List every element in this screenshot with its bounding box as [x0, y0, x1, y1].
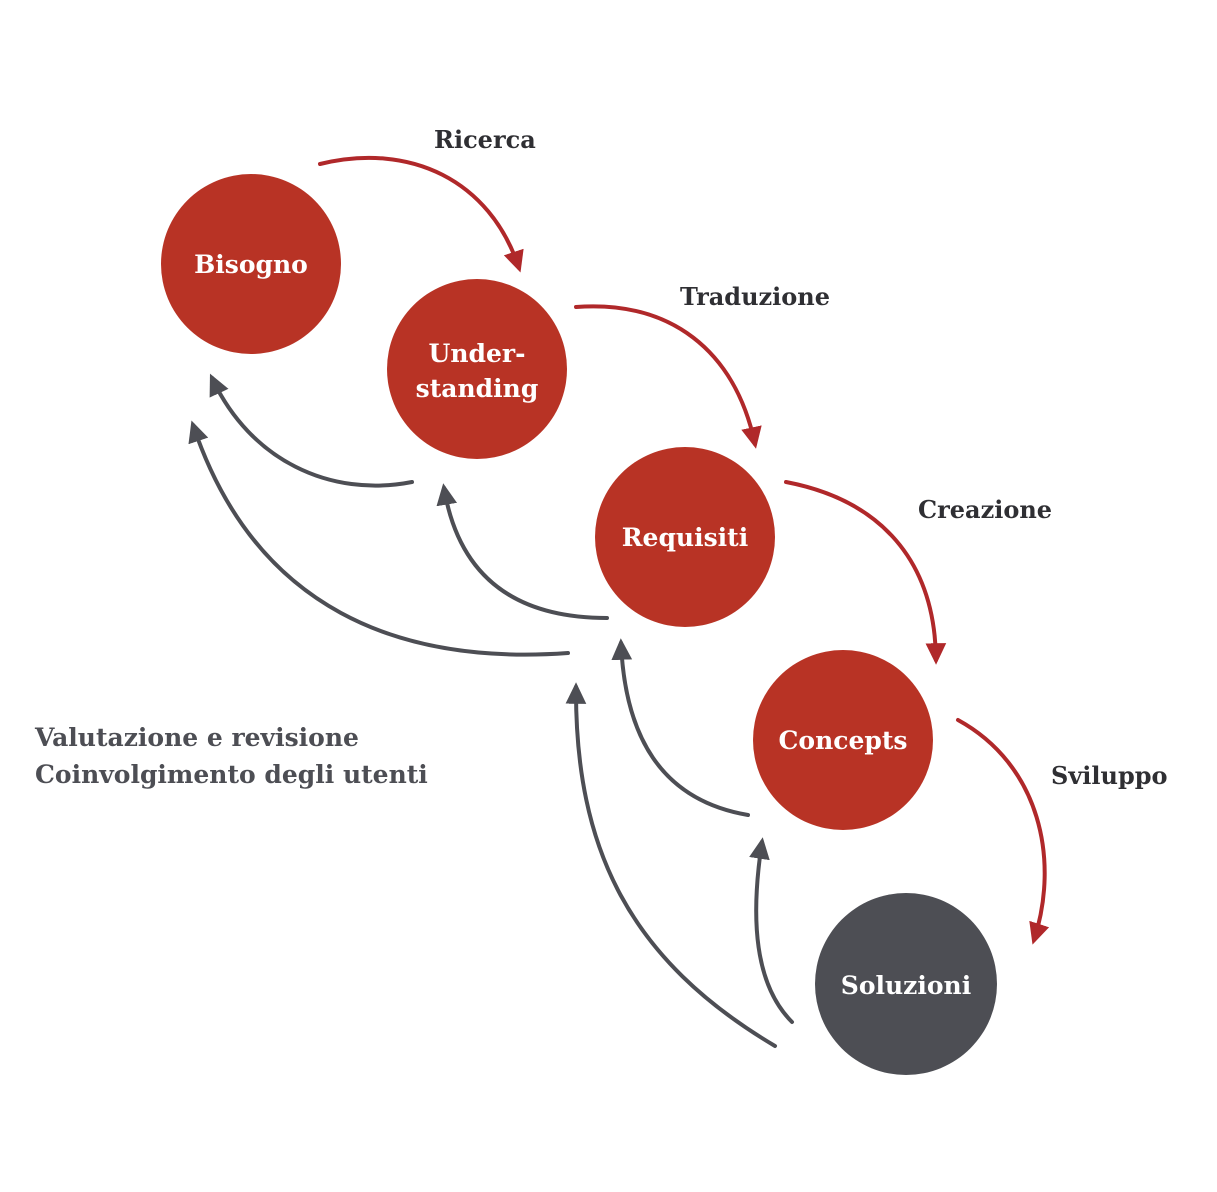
node-soluzioni: Soluzioni: [815, 893, 997, 1075]
node-concepts-circle: [753, 650, 933, 830]
node-understanding-circle: [387, 279, 567, 459]
node-understanding-label-line2: standing: [416, 374, 539, 403]
node-requisiti-label: Requisiti: [622, 523, 748, 552]
node-soluzioni-label: Soluzioni: [841, 971, 971, 1000]
arrow-creazione: [784, 480, 947, 665]
node-requisiti: Requisiti: [595, 447, 775, 627]
arrow-ricerca: [318, 155, 524, 273]
node-understanding-label-line1: Under-: [429, 339, 526, 368]
step-label-ricerca: Ricerca: [434, 125, 536, 154]
feedback-label-line1: Valutazione e revisione: [34, 723, 359, 752]
node-requisiti-circle: [595, 447, 775, 627]
step-label-creazione: Creazione: [918, 495, 1052, 524]
feedback-arrow-concepts-to-requisiti: [611, 638, 750, 817]
node-bisogno-label: Bisogno: [194, 250, 308, 279]
node-understanding: Under- standing: [387, 279, 567, 459]
arrow-sviluppo: [956, 718, 1050, 945]
node-concepts: Concepts: [753, 650, 933, 830]
node-bisogno: Bisogno: [161, 174, 341, 354]
feedback-arrow-requisiti-to-understanding: [436, 483, 609, 620]
feedback-arrow-soluzioni-to-concepts: [749, 837, 794, 1024]
node-bisogno-circle: [161, 174, 341, 354]
feedback-arrows: [188, 373, 794, 1048]
feedback-label-line2: Coinvolgimento degli utenti: [35, 760, 428, 789]
feedback-arrow-requisiti-to-bisogno: [188, 420, 570, 657]
feedback-arrow-soluzioni-to-requisiti: [565, 682, 777, 1048]
step-label-sviluppo: Sviluppo: [1051, 761, 1168, 790]
forward-arrows: [318, 155, 1050, 945]
arrow-traduzione: [574, 304, 762, 449]
node-soluzioni-circle: [815, 893, 997, 1075]
feedback-arrow-understanding-to-bisogno: [209, 373, 414, 488]
node-concepts-label: Concepts: [779, 726, 908, 755]
step-label-traduzione: Traduzione: [680, 282, 830, 311]
